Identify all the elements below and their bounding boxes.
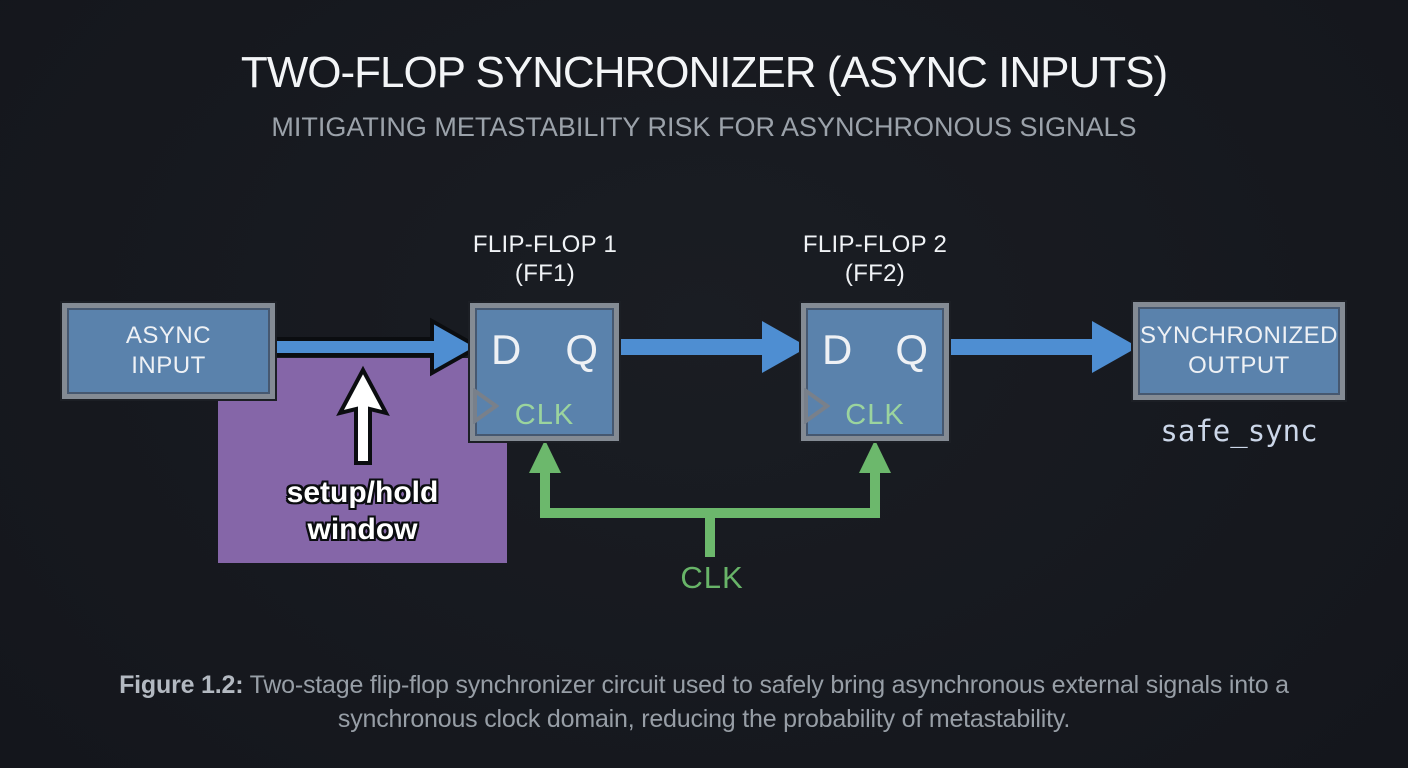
ff2-d-pin-label: D: [822, 326, 853, 373]
figure-caption: Figure 1.2: Two-stage flip-flop synchron…: [59, 668, 1349, 736]
async-input-box: ASYNC INPUT: [62, 303, 275, 399]
signal-arrow-icon: [616, 321, 808, 373]
page-subtitle: MITIGATING METASTABILITY RISK FOR ASYNCH…: [271, 112, 1137, 142]
signal-arrow-icon: [268, 317, 483, 377]
ff1-caption: FLIP-FLOP 1 (FF1): [472, 231, 618, 287]
ff2-caption: FLIP-FLOP 2 (FF2): [802, 231, 948, 287]
flip-flop-2-box: D Q CLK: [801, 303, 949, 441]
clock-net-icon: [529, 440, 891, 557]
synchronized-output-box: SYNCHRONIZED OUTPUT: [1133, 302, 1345, 400]
ff1-q-pin-label: Q: [565, 326, 598, 373]
page-title: TWO-FLOP SYNCHRONIZER (ASYNC INPUTS): [240, 48, 1168, 97]
ff2-q-pin-label: Q: [895, 326, 928, 373]
figure-caption-number: Figure 1.2:: [119, 671, 244, 699]
clock-source-label: CLK: [680, 560, 744, 595]
safe-sync-signal-name: safe_sync: [1160, 414, 1318, 448]
ff2-clk-pin-label: CLK: [845, 399, 905, 431]
ff1-d-pin-label: D: [491, 326, 522, 373]
setup-hold-window-label: setup/hold window: [286, 476, 439, 546]
clock-edge-chevron-icon: [804, 388, 830, 424]
signal-arrow-icon: [946, 321, 1138, 373]
ff1-clk-pin-label: CLK: [514, 399, 575, 431]
setup-hold-arrow-icon: [336, 365, 390, 465]
clock-edge-chevron-icon: [473, 388, 499, 424]
figure-caption-text: Two-stage flip-flop synchronizer circuit…: [249, 671, 1289, 733]
flip-flop-1-box: D Q CLK: [470, 303, 619, 441]
